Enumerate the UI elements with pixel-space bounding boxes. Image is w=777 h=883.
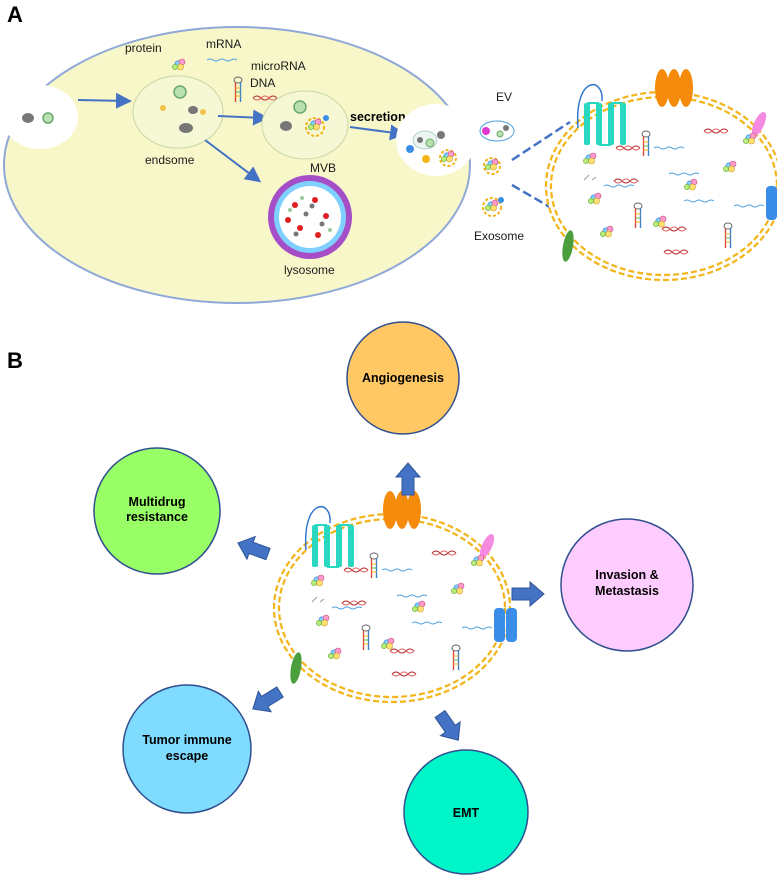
invasion-label-2: Metastasis — [595, 584, 659, 598]
arrow-to-endosome — [77, 92, 132, 109]
panel-b-label: B — [7, 348, 23, 373]
microrna-label: microRNA — [251, 59, 306, 73]
tumor-escape-label-2: escape — [166, 749, 208, 763]
arrow-to-invasion — [511, 581, 545, 607]
invasion-circle — [560, 518, 694, 652]
emt-circle — [403, 749, 529, 875]
arrow-secretion — [349, 124, 406, 141]
mvb-label: MVB — [310, 161, 336, 175]
multidrug-circle — [93, 447, 221, 575]
panel-a-label: A — [7, 2, 23, 27]
exosome-label: Exosome — [474, 229, 524, 243]
angiogenesis-label: Angiogenesis — [362, 371, 444, 385]
exosome-small-1 — [483, 157, 501, 175]
arrow-to-angiogenesis — [395, 462, 421, 496]
zoom-line-top — [511, 120, 571, 162]
tumor-escape-label-1: Tumor immune — [142, 733, 231, 747]
exosome-small-2 — [482, 197, 502, 217]
invasion-label-1: Invasion & — [595, 568, 658, 582]
emt-label: EMT — [453, 806, 480, 820]
angiogenesis-circle — [346, 321, 460, 435]
multidrug-label-1: Multidrug — [129, 495, 186, 509]
arrow-to-multidrug — [233, 531, 273, 566]
multidrug-label-2: resistance — [126, 510, 188, 524]
uptake-vesicle — [2, 85, 78, 149]
lysosome-label: lysosome — [284, 263, 335, 277]
arrow-to-lysosome — [204, 139, 262, 183]
exosome-detail-a — [546, 69, 777, 280]
endosome-label: endsome — [145, 153, 195, 167]
arrow-to-emt — [429, 706, 469, 748]
arrow-to-tumor-escape — [246, 681, 287, 720]
endosome — [132, 75, 224, 149]
arrow-to-mvb — [217, 109, 269, 126]
exosome-detail-b — [274, 491, 517, 702]
tumor-escape-circle — [122, 684, 252, 814]
mrna-label: mRNA — [206, 37, 241, 51]
mvb — [261, 90, 349, 160]
secretion-label: secretion — [350, 110, 406, 124]
ev-label: EV — [496, 90, 512, 104]
protein-label: protein — [125, 41, 162, 55]
dna-label: DNA — [250, 76, 275, 90]
